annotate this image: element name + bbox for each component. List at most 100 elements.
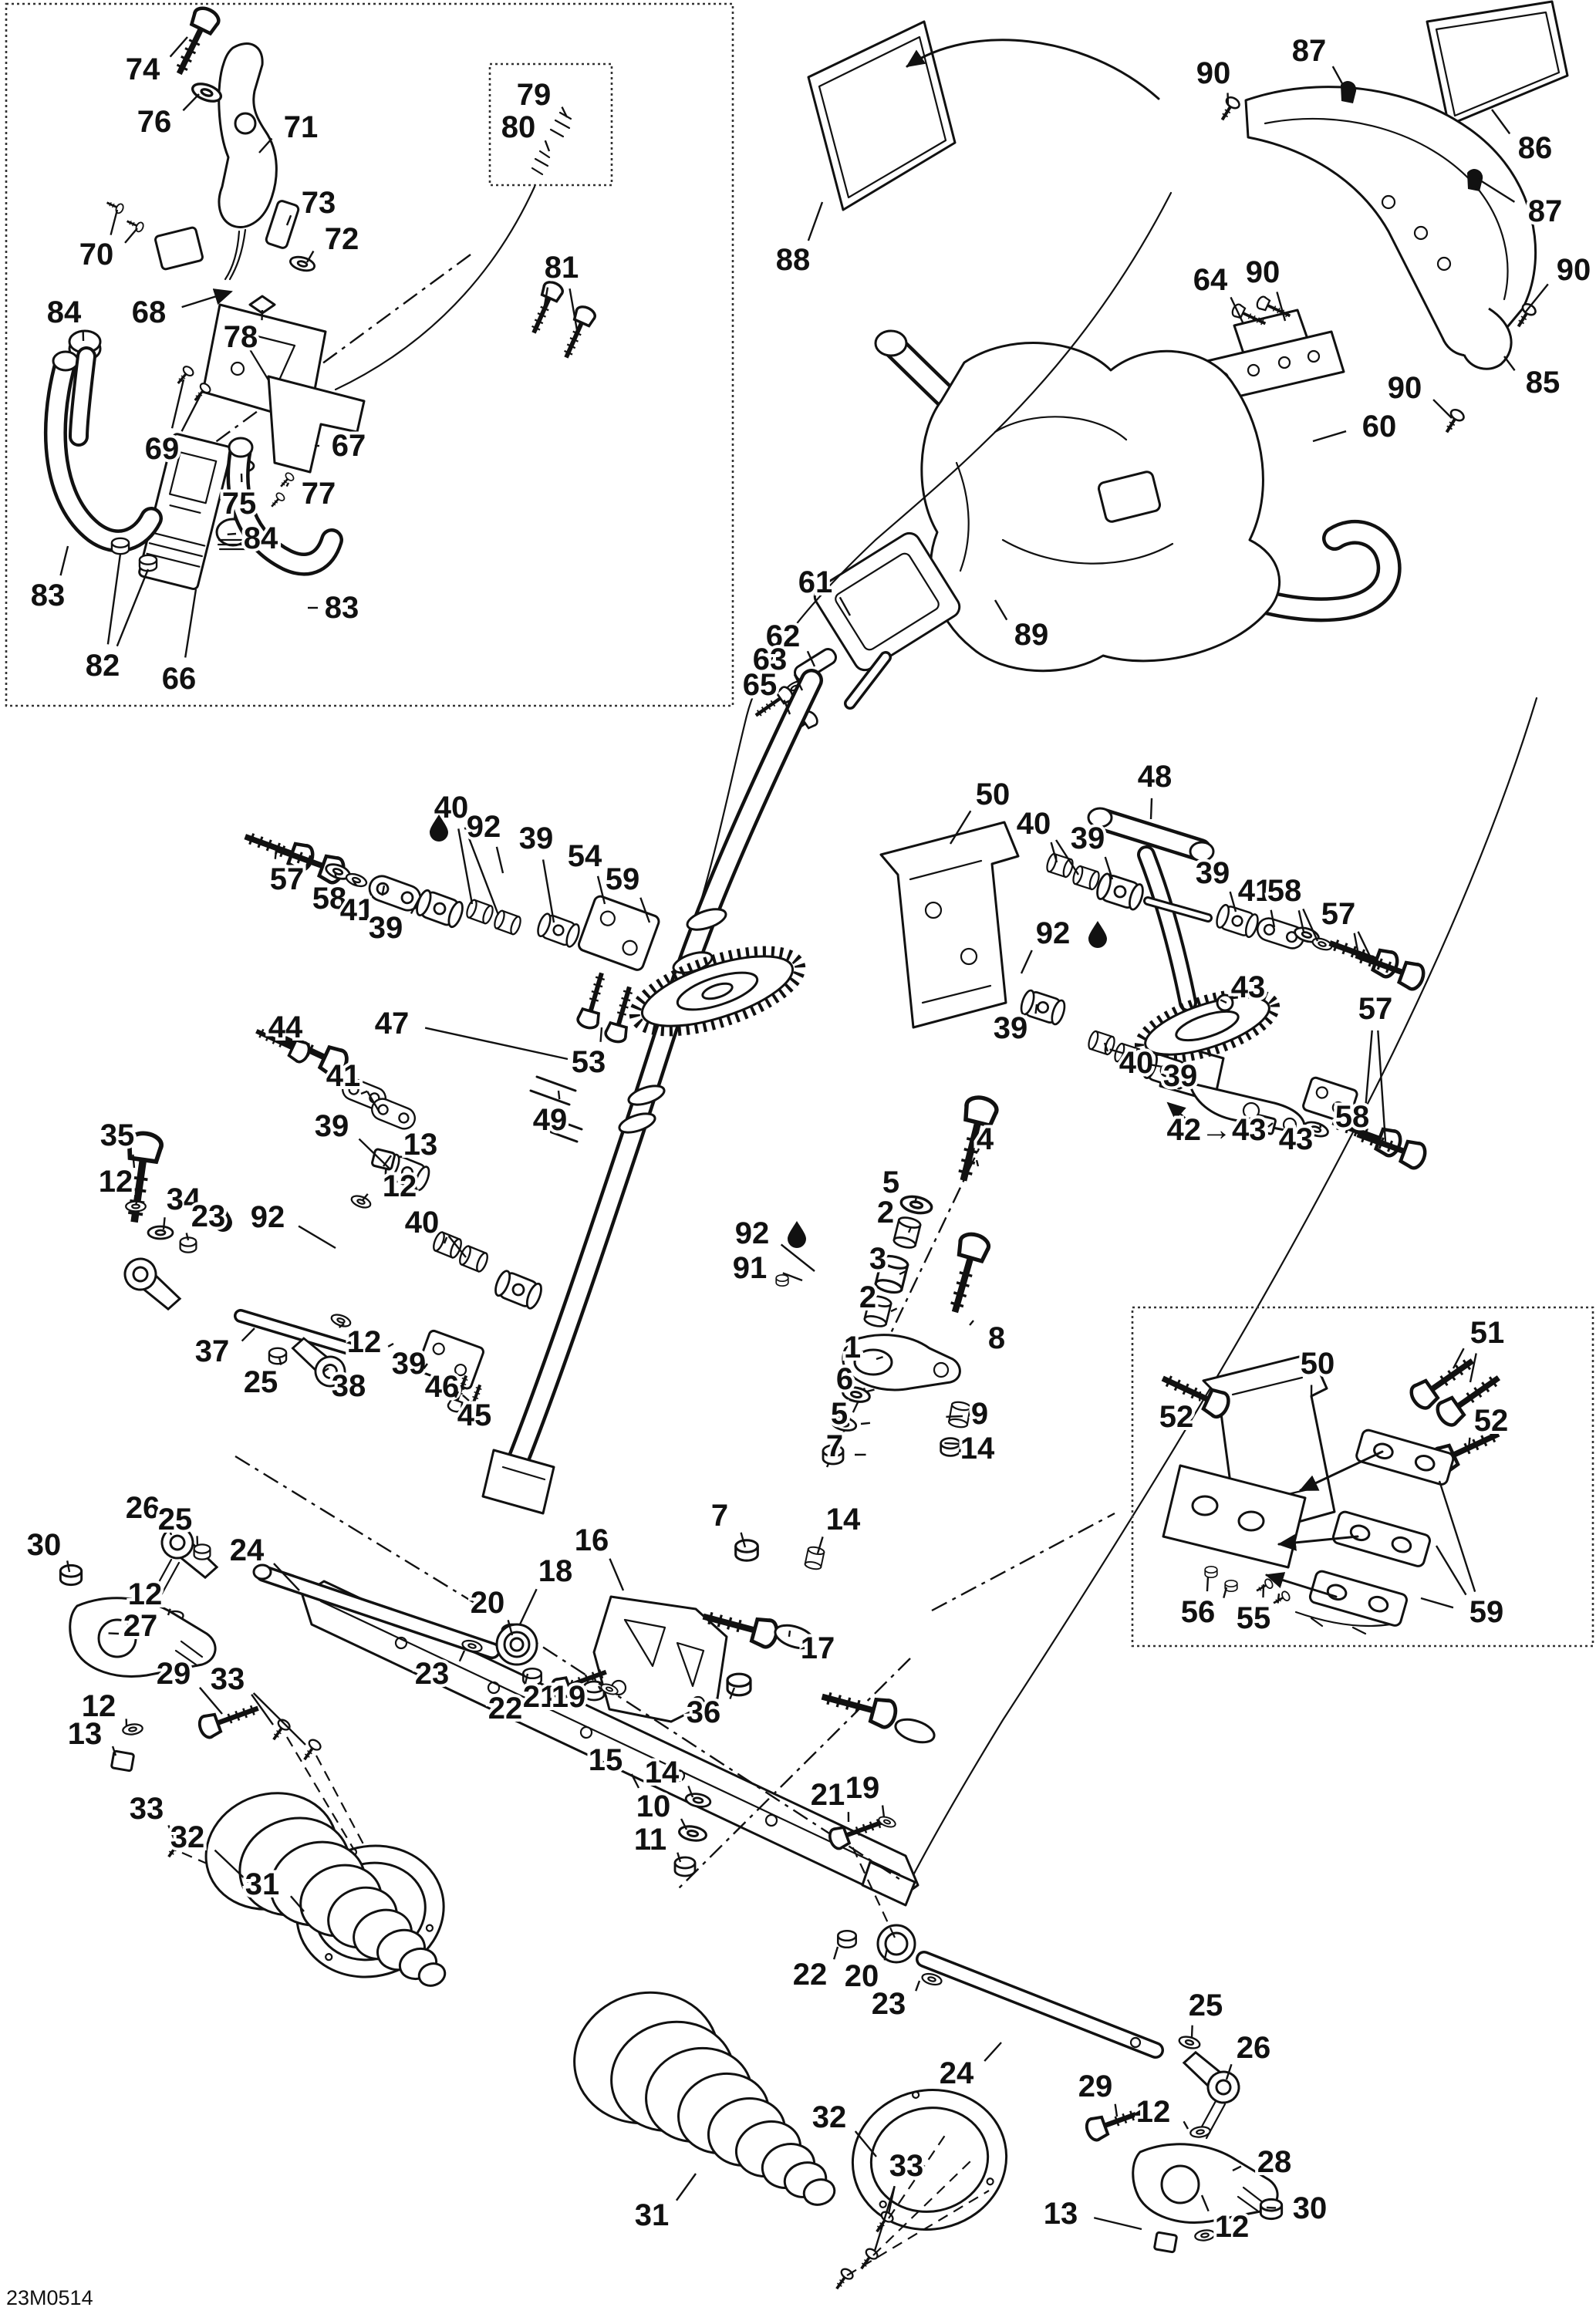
inner-tie-rod-left xyxy=(118,1132,356,1393)
svg-text:63: 63 xyxy=(753,643,788,676)
callout-67: 67 xyxy=(315,426,369,466)
callout-19: 19 xyxy=(842,1768,886,1818)
callout-90: 90 xyxy=(1193,53,1233,106)
callout-49: 49 xyxy=(530,1090,570,1140)
callout-84: 84 xyxy=(44,292,85,342)
callout-57: 57 xyxy=(267,849,312,899)
steering-column-47 xyxy=(481,669,823,1515)
callout-84: 84 xyxy=(227,518,282,558)
callout-7: 7 xyxy=(708,1496,747,1548)
callout-53: 53 xyxy=(569,1027,609,1082)
svg-text:40: 40 xyxy=(1119,1046,1154,1080)
svg-text:58: 58 xyxy=(1335,1100,1370,1134)
callout-39: 39 xyxy=(1193,853,1237,912)
callout-50: 50 xyxy=(1297,1344,1338,1398)
callout-74: 74 xyxy=(123,36,188,89)
svg-text:64: 64 xyxy=(1193,263,1228,297)
column-bracket-50 xyxy=(879,821,1020,1029)
svg-text:78: 78 xyxy=(224,320,258,354)
svg-text:52: 52 xyxy=(1474,1404,1509,1438)
flanged-nut-7b xyxy=(734,1539,759,1562)
callout-43: 43 xyxy=(1220,967,1268,1007)
boot-ring-32b xyxy=(851,2089,1008,2231)
callout-60: 60 xyxy=(1312,406,1399,447)
svg-text:50: 50 xyxy=(976,778,1011,811)
svg-text:32: 32 xyxy=(812,2100,847,2134)
svg-text:13: 13 xyxy=(1044,2197,1078,2231)
clamp-54 xyxy=(577,895,660,971)
bushing-2a xyxy=(892,1214,923,1251)
callout-25: 25 xyxy=(155,1499,199,1547)
tie-rod-right-upper xyxy=(1044,852,1426,992)
svg-text:90: 90 xyxy=(1557,253,1591,287)
svg-text:18: 18 xyxy=(538,1554,573,1588)
bracket-67 xyxy=(267,375,366,474)
callout-1: 1 xyxy=(841,1327,883,1368)
callout-12: 12 xyxy=(1200,2194,1252,2247)
oil-droplet-icon xyxy=(1088,921,1107,948)
callout-3: 3 xyxy=(866,1239,906,1279)
spacer-73 xyxy=(265,200,300,249)
svg-text:92: 92 xyxy=(1036,916,1071,950)
callout-92: 92 xyxy=(1020,913,1107,974)
callout-37: 37 xyxy=(192,1327,255,1371)
svg-text:86: 86 xyxy=(1518,131,1553,165)
svg-text:70: 70 xyxy=(79,238,114,272)
callout-59: 59 xyxy=(1420,1480,1507,1632)
svg-text:17: 17 xyxy=(801,1631,835,1665)
support-rail-15 xyxy=(301,1580,919,1907)
callout-30: 30 xyxy=(24,1525,71,1573)
tie-rod-end-26b xyxy=(1174,2049,1247,2110)
callout-21: 21 xyxy=(808,1775,850,1823)
nut-13a xyxy=(110,1749,135,1773)
callout-24: 24 xyxy=(936,2042,1002,2093)
svg-text:12: 12 xyxy=(1215,2210,1250,2244)
callout-32: 32 xyxy=(809,2097,877,2157)
svg-text:14: 14 xyxy=(960,1432,995,1466)
svg-text:21: 21 xyxy=(811,1778,845,1812)
svg-text:22: 22 xyxy=(488,1692,523,1725)
callout-68: 68 xyxy=(129,288,233,332)
svg-text:2: 2 xyxy=(859,1280,876,1314)
callout-51: 51 xyxy=(1452,1313,1507,1383)
callout-33: 33 xyxy=(127,1789,177,1844)
svg-text:7: 7 xyxy=(711,1499,728,1533)
rivet-87a xyxy=(1341,81,1357,103)
screw-33f xyxy=(830,2265,856,2294)
svg-text:13: 13 xyxy=(403,1128,438,1162)
callout-39: 39 xyxy=(387,1342,429,1384)
callout-12: 12 xyxy=(96,1162,139,1206)
callout-58: 58 xyxy=(309,871,358,919)
callout-40: 40 xyxy=(1103,1042,1156,1083)
svg-text:26: 26 xyxy=(126,1491,160,1525)
steering-arm-27 xyxy=(69,1597,217,1678)
callout-29: 29 xyxy=(154,1654,223,1715)
callout-82: 82 xyxy=(83,553,150,686)
callout-71: 71 xyxy=(258,107,321,153)
steering-gear xyxy=(629,946,806,1037)
callout-39: 39 xyxy=(990,1004,1038,1048)
nut-22b xyxy=(837,1929,857,1949)
svg-text:25: 25 xyxy=(244,1365,278,1399)
callout-12: 12 xyxy=(362,1166,420,1206)
svg-text:92: 92 xyxy=(735,1216,770,1250)
callout-64: 64 xyxy=(1190,260,1245,325)
nut-56b xyxy=(1224,1579,1238,1593)
callout-8: 8 xyxy=(969,1318,1008,1358)
callout-73: 73 xyxy=(285,183,339,226)
handlebar-half-right xyxy=(226,437,343,576)
svg-text:82: 82 xyxy=(86,649,120,683)
callout-69: 69 xyxy=(142,379,202,469)
svg-text:40: 40 xyxy=(405,1206,440,1240)
svg-text:42→43: 42→43 xyxy=(1167,1113,1267,1147)
callout-12: 12 xyxy=(79,1686,128,1727)
callout-5: 5 xyxy=(828,1394,871,1434)
callout-14: 14 xyxy=(944,1429,998,1469)
callout-81: 81 xyxy=(542,248,582,331)
svg-text:71: 71 xyxy=(284,110,319,144)
callout-46: 46 xyxy=(422,1363,462,1407)
callout-31: 31 xyxy=(242,1864,305,1912)
handlebar-half-left xyxy=(44,350,163,553)
svg-text:92: 92 xyxy=(251,1200,285,1234)
